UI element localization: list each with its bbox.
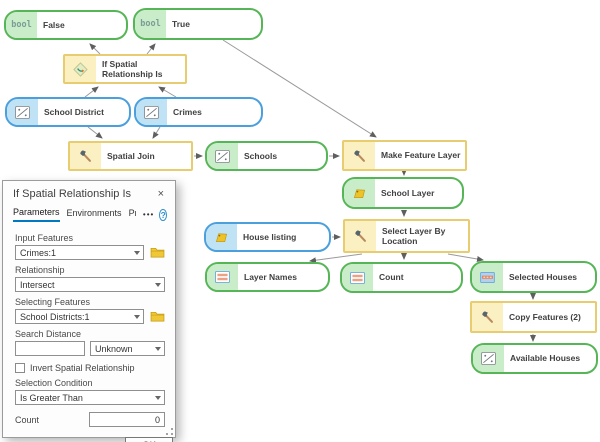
edge-crimes-to-spatialjoin (152, 126, 161, 139)
node-copy-features-tool[interactable]: Copy Features (2) (470, 301, 597, 333)
edge-true-to-makefeaturelayer (222, 39, 377, 138)
input-features-label: Input Features (15, 233, 74, 243)
bool-icon: bool (135, 10, 166, 38)
chevron-down-icon (155, 283, 161, 287)
relationship-combo[interactable]: Intersect (15, 277, 165, 292)
selecting-features-value: School Districts:1 (20, 311, 90, 322)
edge-if-to-false (89, 43, 101, 55)
node-label: School District (44, 106, 104, 117)
invert-spatial-relationship-checkbox[interactable] (15, 363, 25, 373)
node-schools[interactable]: Schools (205, 141, 328, 171)
table-icon (207, 264, 238, 290)
selecting-features-combo[interactable]: School Districts:1 (15, 309, 144, 324)
edge-schooldistrict-to-if (84, 86, 99, 98)
node-true-variable[interactable]: bool True (133, 8, 263, 40)
selection-condition-label: Selection Condition (15, 378, 93, 388)
node-label: House listing (243, 231, 297, 242)
chevron-down-icon (134, 251, 140, 255)
hammer-icon (472, 303, 503, 331)
node-crimes[interactable]: Crimes (134, 97, 263, 127)
hammer-icon (70, 143, 101, 169)
table-icon (342, 264, 373, 291)
browse-folder-icon[interactable] (150, 246, 165, 260)
node-label: False (43, 19, 65, 30)
invert-spatial-relationship-label: Invert Spatial Relationship (30, 363, 135, 373)
node-label: Copy Features (2) (509, 311, 581, 322)
search-distance-unit-combo[interactable]: Unknown (90, 341, 165, 356)
browse-folder-icon[interactable] (150, 310, 165, 324)
node-select-layer-by-location-tool[interactable]: Select Layer By Location (343, 219, 470, 253)
node-label: School Layer (381, 187, 435, 198)
overflow-menu-icon[interactable]: ••• (142, 210, 155, 219)
feature-class-icon (207, 143, 238, 169)
node-if-spatial-relationship-tool[interactable]: If Spatial Relationship Is (63, 54, 187, 84)
if-diamond-icon (65, 56, 96, 82)
selected-table-icon (472, 263, 503, 291)
feature-class-icon (473, 345, 504, 372)
relationship-value: Intersect (20, 279, 55, 290)
node-label: Layer Names (244, 271, 297, 282)
bool-icon: bool (6, 12, 37, 38)
search-distance-label: Search Distance (15, 329, 82, 339)
selecting-features-label: Selecting Features (15, 297, 91, 307)
chevron-down-icon (155, 396, 161, 400)
node-label: Count (379, 272, 404, 283)
count-label: Count (15, 414, 40, 425)
node-label: Make Feature Layer (381, 150, 461, 161)
input-features-value: Crimes:1 (20, 247, 57, 258)
dialog-header: If Spatial Relationship Is × (3, 181, 175, 204)
node-selected-houses[interactable]: Selected Houses (470, 261, 597, 293)
edge-crimes-to-if (158, 86, 177, 98)
help-icon[interactable]: ? (159, 208, 167, 221)
layer-icon (206, 224, 237, 250)
tab-properties-truncated[interactable]: Pr (128, 208, 136, 218)
node-layer-names[interactable]: Layer Names (205, 262, 330, 292)
tool-dialog: If Spatial Relationship Is × Parameters … (2, 180, 176, 442)
ok-button[interactable]: OK (125, 437, 173, 442)
node-label: Spatial Join (107, 150, 155, 161)
edge-schooldistrict-to-spatialjoin (87, 126, 103, 139)
search-distance-unit-value: Unknown (95, 343, 133, 354)
tab-environments[interactable]: Environments (66, 208, 122, 218)
edge-select-to-selectedhouses (447, 253, 484, 262)
count-input[interactable]: 0 (89, 412, 165, 427)
node-label: If Spatial Relationship Is (102, 58, 163, 79)
input-features-combo[interactable]: Crimes:1 (15, 245, 144, 260)
node-available-houses[interactable]: Available Houses (471, 343, 598, 374)
node-label: Schools (244, 150, 278, 161)
edge-select-to-layernames (309, 253, 363, 264)
chevron-down-icon (155, 347, 161, 351)
node-school-district[interactable]: School District (5, 97, 131, 127)
dialog-body: Input Features Crimes:1 Relationship Int… (3, 222, 175, 442)
dialog-tabs: Parameters Environments Pr ••• ? (3, 204, 175, 222)
edge-if-to-true (146, 43, 156, 55)
relationship-label: Relationship (15, 265, 65, 275)
node-count[interactable]: Count (340, 262, 463, 293)
node-house-listing[interactable]: House listing (204, 222, 331, 252)
hammer-icon (344, 142, 375, 169)
node-label: Available Houses (510, 353, 581, 364)
feature-class-icon (136, 99, 167, 125)
node-label: True (172, 18, 190, 29)
node-label: Selected Houses (509, 271, 578, 282)
hammer-icon (345, 221, 376, 251)
selection-condition-combo[interactable]: Is Greater Than (15, 390, 165, 405)
tab-parameters[interactable]: Parameters (13, 207, 60, 222)
node-school-layer[interactable]: School Layer (342, 177, 464, 209)
layer-icon (344, 179, 375, 207)
search-distance-input[interactable] (15, 341, 85, 356)
chevron-down-icon (134, 315, 140, 319)
feature-class-icon (7, 99, 38, 125)
node-make-feature-layer-tool[interactable]: Make Feature Layer (342, 140, 467, 171)
node-label: Crimes (173, 106, 202, 117)
close-icon[interactable]: × (157, 188, 164, 200)
node-spatial-join-tool[interactable]: Spatial Join (68, 141, 193, 171)
node-false-variable[interactable]: bool False (4, 10, 128, 40)
resize-grip[interactable] (166, 428, 173, 435)
dialog-title: If Spatial Relationship Is (13, 188, 132, 200)
selection-condition-value: Is Greater Than (20, 392, 83, 403)
node-label: Select Layer By Location (382, 225, 446, 246)
